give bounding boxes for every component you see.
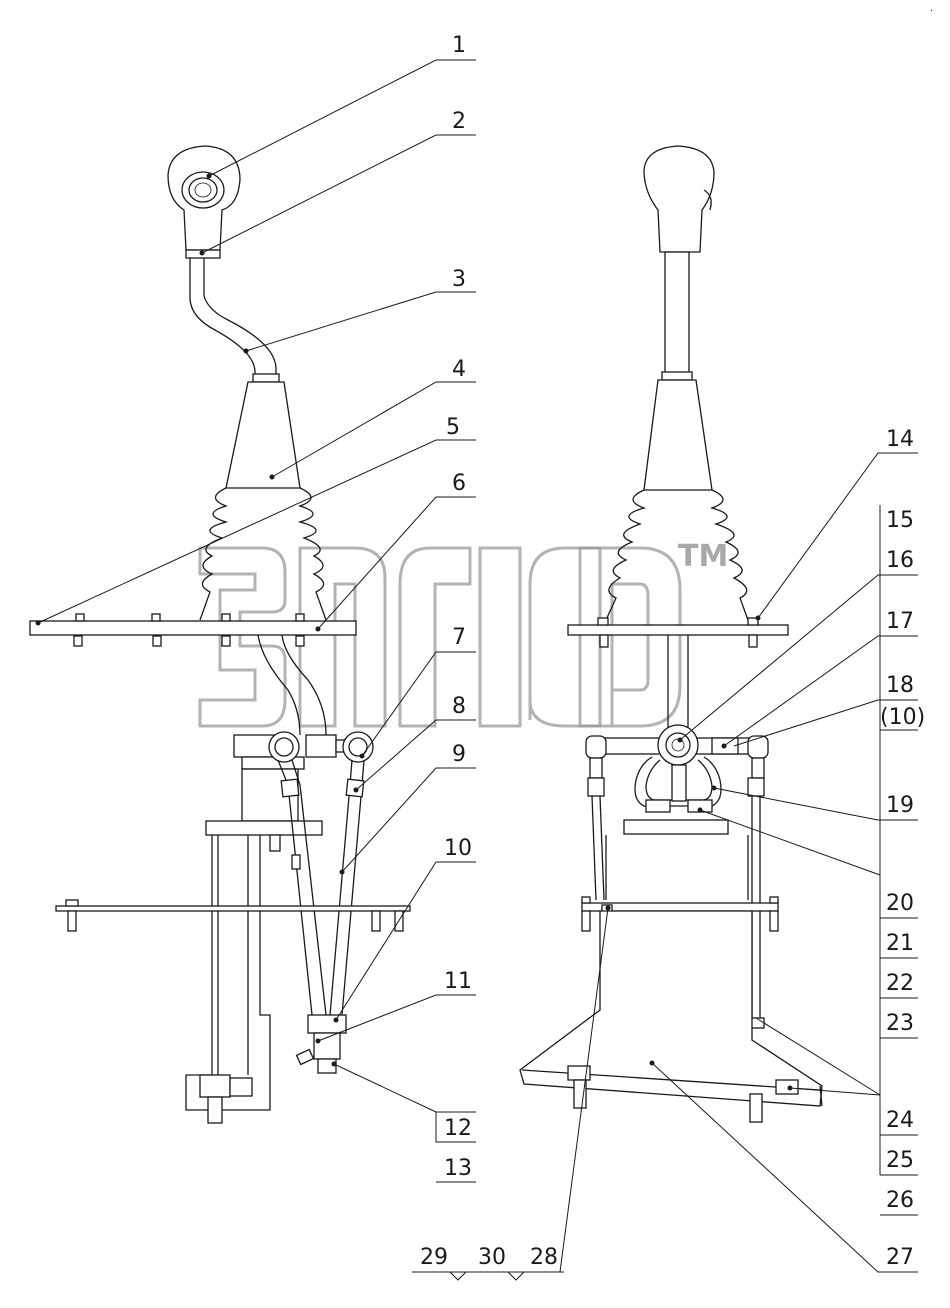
right-knob [643, 145, 715, 253]
callout-27: 27 [886, 1245, 914, 1270]
callout-1: 1 [452, 33, 466, 58]
callout-9: 9 [452, 742, 466, 767]
callout-8: 8 [452, 694, 466, 719]
callout-16: 16 [886, 548, 914, 573]
callout-22: 22 [886, 971, 914, 996]
callout-25: 25 [886, 1148, 914, 1173]
callout-17: 17 [886, 609, 914, 634]
callout-23: 23 [886, 1011, 914, 1036]
left-view [29, 145, 411, 1124]
callout-14: 14 [886, 427, 914, 452]
corner-mark: · [930, 6, 933, 17]
callout-12: 12 [444, 1116, 472, 1141]
right-view [519, 145, 823, 1123]
callout-10: 10 [444, 836, 472, 861]
callout-24: 24 [886, 1108, 914, 1133]
callout-7: 7 [452, 625, 466, 650]
callout-29: 29 [420, 1245, 448, 1270]
callout-numbers: 1 2 3 4 5 6 7 8 9 10 11 12 13 14 15 16 1… [420, 6, 933, 1270]
callout-2: 2 [452, 109, 466, 134]
right-top-plate [567, 624, 789, 636]
left-lower-plate [55, 905, 411, 912]
watermark-trademark: TM [678, 539, 728, 574]
callout-21: 21 [886, 931, 914, 956]
callout-4: 4 [452, 357, 466, 382]
callout-19: 19 [886, 793, 914, 818]
callout-28: 28 [530, 1245, 558, 1270]
left-boot-cone [225, 381, 301, 489]
callout-30: 30 [478, 1245, 506, 1270]
callout-3: 3 [452, 267, 466, 292]
callout-6: 6 [452, 471, 466, 496]
callout-26: 26 [886, 1188, 914, 1213]
left-top-plate [29, 620, 357, 636]
callout-13: 13 [444, 1156, 472, 1181]
callout-10-ref: (10) [880, 705, 925, 730]
callout-5: 5 [446, 415, 460, 440]
callout-20: 20 [886, 891, 914, 916]
leader-lines [35, 59, 918, 1281]
callout-15: 15 [886, 508, 914, 533]
callout-11: 11 [444, 969, 472, 994]
watermark-logo: TM [198, 539, 728, 728]
right-boot-cone [643, 379, 713, 491]
callout-18: 18 [886, 673, 914, 698]
